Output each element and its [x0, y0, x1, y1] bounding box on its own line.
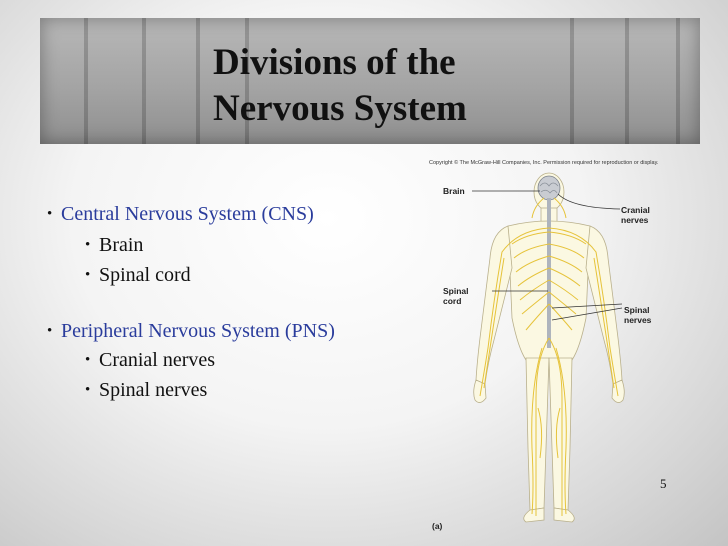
- title-bar-stripe: [84, 18, 88, 144]
- leader-lines: [472, 190, 623, 321]
- label-brain-text: Brain: [443, 186, 465, 196]
- label-spinal-cord-line-2: cord: [443, 296, 462, 306]
- title-bar: [40, 18, 700, 144]
- slide-title: Divisions of the Nervous System: [213, 40, 467, 132]
- title-bar-stripe: [570, 18, 574, 144]
- bullet-cns: • Central Nervous System (CNS): [47, 202, 314, 226]
- bullet-brain: • Brain: [85, 233, 143, 257]
- label-cranial-nerves: Cranial nerves: [621, 205, 650, 225]
- bullet-text: Brain: [99, 234, 144, 256]
- slide-title-line-2: Nervous System: [213, 88, 467, 129]
- bullet-dot: •: [85, 352, 91, 368]
- bullet-spinal-nerves: • Spinal nerves: [85, 378, 207, 402]
- label-spinal-cord-line-1: Spinal: [443, 286, 469, 296]
- bullet-dot: •: [85, 382, 91, 398]
- bullet-dot: •: [85, 237, 91, 253]
- title-bar-stripe: [142, 18, 146, 144]
- title-bar-stripe: [625, 18, 629, 144]
- title-bar-stripe: [196, 18, 200, 144]
- label-spinal-nerves: Spinal nerves: [624, 305, 651, 325]
- bullet-text: Spinal nerves: [99, 379, 208, 401]
- nerve-network: [479, 197, 619, 516]
- bullet-text: Peripheral Nervous System (PNS): [61, 320, 335, 342]
- slide-title-line-1: Divisions of the: [213, 42, 456, 83]
- title-bar-stripe: [245, 18, 249, 144]
- page-number: 5: [660, 476, 667, 491]
- bullet-pns: • Peripheral Nervous System (PNS): [47, 319, 335, 343]
- label-cranial-line-1: Cranial: [621, 205, 650, 215]
- bullet-dot: •: [47, 323, 53, 339]
- label-spinal-cord: Spinal cord: [443, 286, 469, 306]
- label-spinal-nerves-line-1: Spinal: [624, 305, 650, 315]
- label-brain: Brain: [443, 186, 465, 196]
- brain-shape: [537, 175, 561, 201]
- bullet-text: Cranial nerves: [99, 349, 216, 371]
- nervous-system-figure: [472, 172, 625, 523]
- label-panel: (a): [432, 521, 443, 531]
- bullet-spinal-cord: • Spinal cord: [85, 263, 191, 287]
- copyright-notice: Copyright © The McGraw-Hill Companies, I…: [429, 160, 659, 166]
- bullet-dot: •: [85, 267, 91, 283]
- brain-folds: [539, 182, 559, 194]
- label-spinal-nerves-line-2: nerves: [624, 315, 652, 325]
- bullet-cranial-nerves: • Cranial nerves: [85, 348, 215, 372]
- label-cranial-line-2: nerves: [621, 215, 649, 225]
- bullet-dot: •: [47, 206, 53, 222]
- bullet-text: Spinal cord: [99, 264, 191, 286]
- title-bar-stripe: [676, 18, 680, 144]
- bullet-text: Central Nervous System (CNS): [61, 203, 314, 225]
